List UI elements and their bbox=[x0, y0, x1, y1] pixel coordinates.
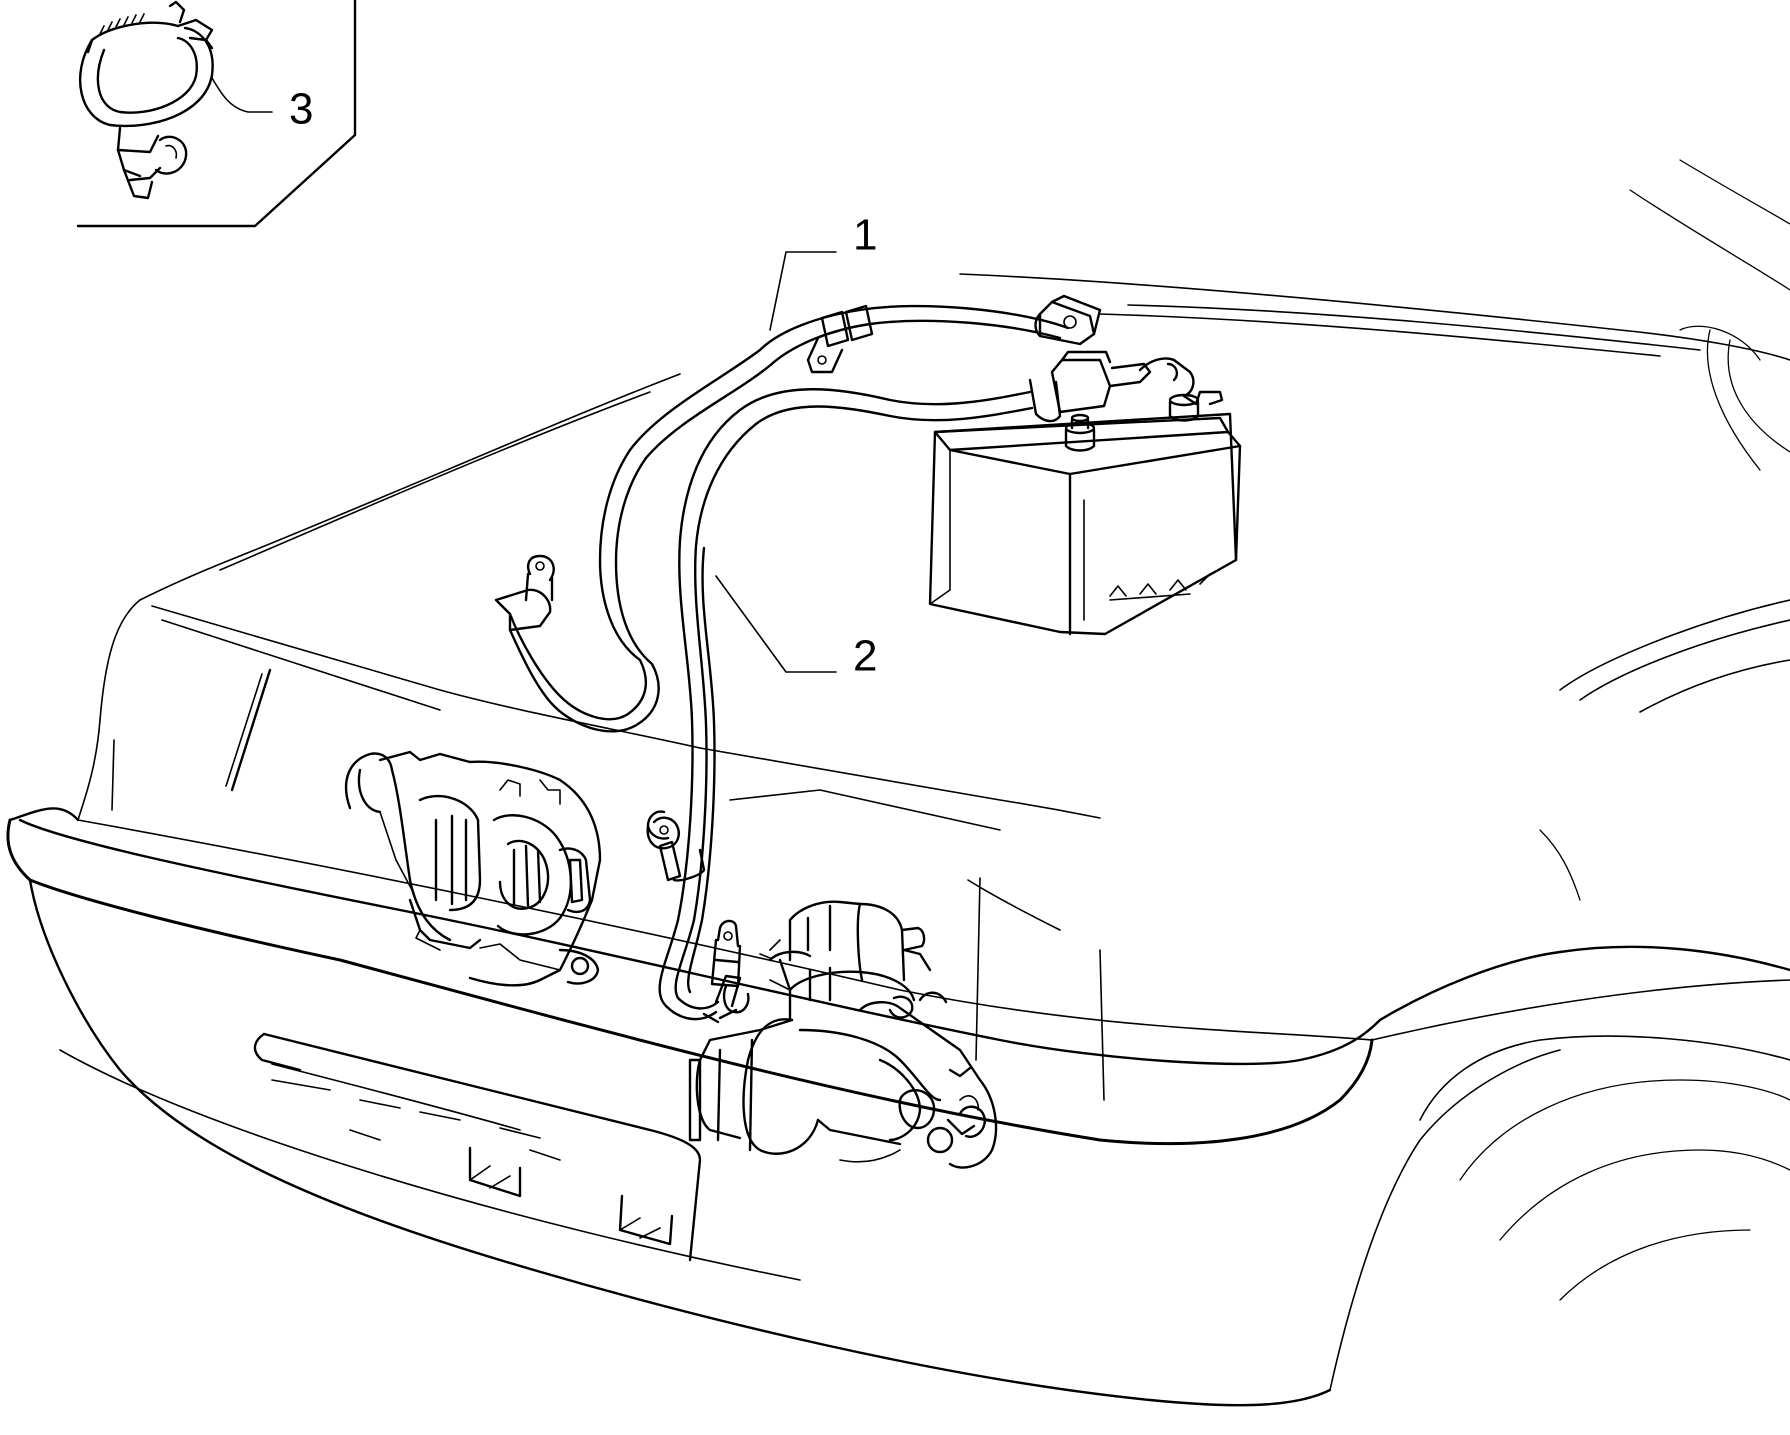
inset-frame bbox=[76, 0, 357, 228]
leader-line-2 bbox=[715, 575, 837, 673]
callout-1: 1 bbox=[853, 211, 877, 260]
cable-clip-icon bbox=[78, 0, 214, 200]
leader-line-1 bbox=[769, 251, 837, 331]
car-body bbox=[6, 159, 1790, 1407]
callout-2: 2 bbox=[853, 632, 877, 681]
callout-3: 3 bbox=[289, 85, 313, 134]
battery-icon bbox=[928, 393, 1242, 636]
clip-inset: 3 bbox=[76, 0, 357, 228]
leader-line-3 bbox=[211, 77, 273, 113]
alternator-icon bbox=[344, 750, 602, 987]
cable-2 bbox=[646, 350, 1224, 1024]
starter-motor-icon bbox=[688, 900, 998, 1169]
cable-1 bbox=[494, 294, 1102, 733]
